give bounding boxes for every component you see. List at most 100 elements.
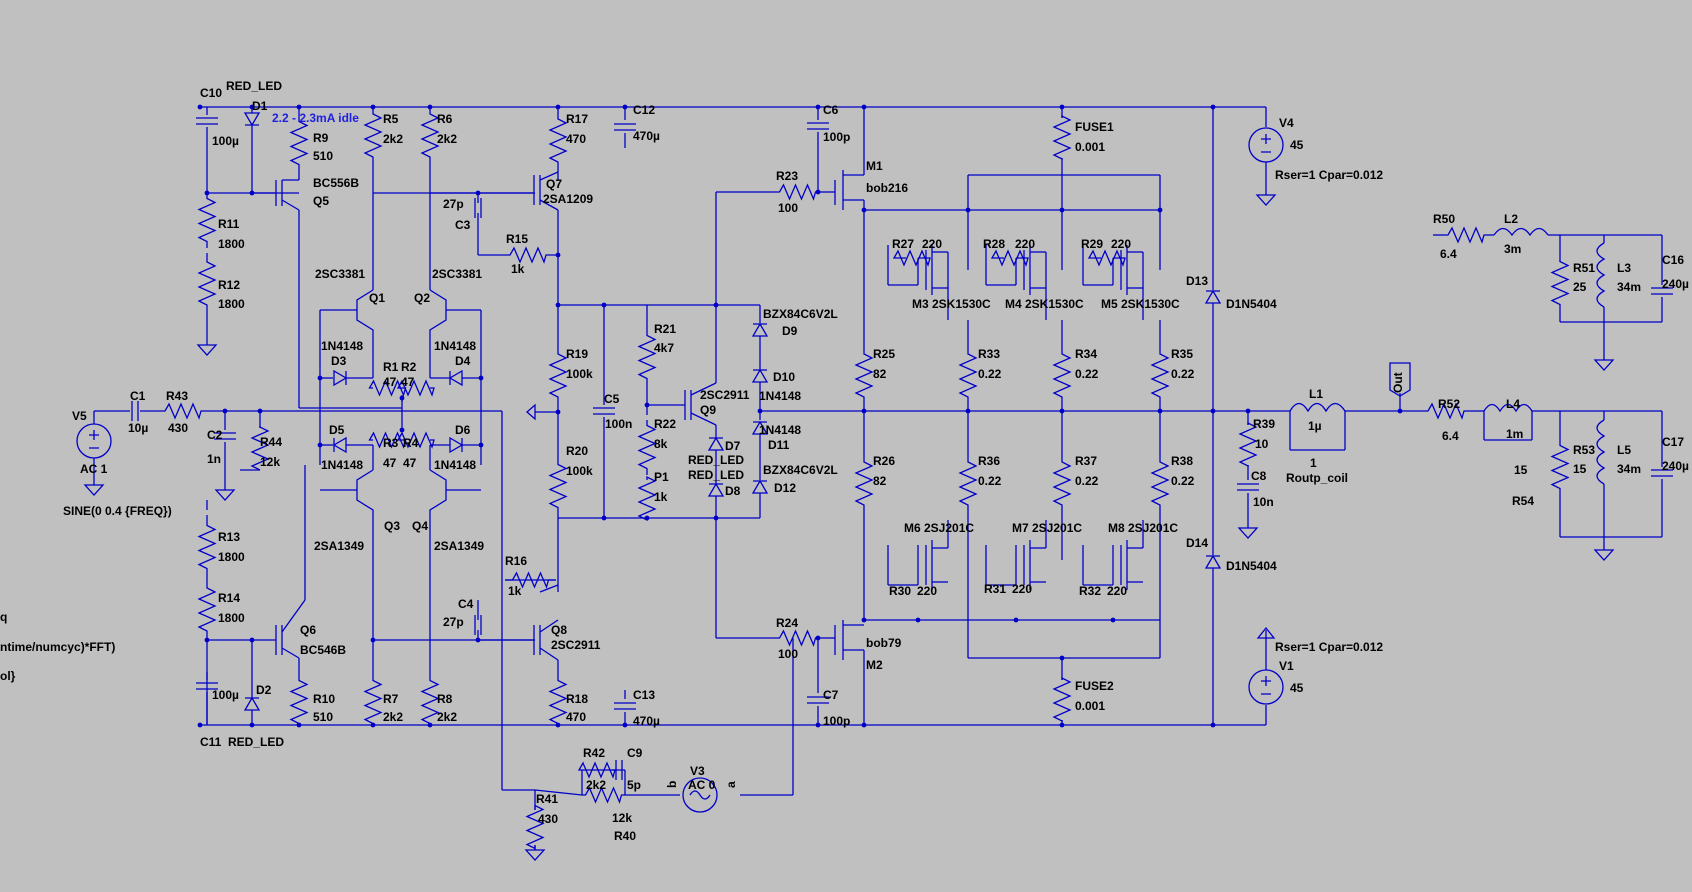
label-p1v: 1k: [654, 490, 668, 504]
label-r7v: 2k2: [383, 710, 403, 724]
r11: [197, 193, 217, 248]
label-m6: M6 2SJ201C: [904, 521, 974, 535]
wire: [539, 171, 559, 181]
label-l1v: 1µ: [1308, 419, 1322, 433]
label-rlb: RED_LED: [688, 468, 744, 482]
r3: [368, 431, 407, 449]
v3-type: AC 0: [688, 778, 716, 792]
r50: [1445, 226, 1487, 244]
label-r51v: 25: [1573, 280, 1587, 294]
ground-symbol: [1255, 194, 1277, 206]
d6: [449, 436, 464, 454]
label-d10p: 1N4148: [759, 389, 801, 403]
d13: [1204, 289, 1222, 304]
label-r25: R25: [873, 347, 895, 361]
label-r37: R37: [1075, 454, 1097, 468]
r15: [500, 246, 556, 264]
label-r36: R36: [978, 454, 1000, 468]
label-v3: V3: [690, 764, 705, 778]
label-l4: L4: [1506, 397, 1520, 411]
label-q7p: 2SA1209: [543, 192, 593, 206]
label-d9: D9: [782, 324, 798, 338]
v5-wave: SINE(0 0.4 {FREQ}): [63, 504, 172, 518]
label-r5: R5: [383, 112, 399, 126]
label-r6v: 2k2: [437, 132, 457, 146]
v4-value: 45: [1290, 138, 1304, 152]
label-r30: R30: [889, 584, 911, 598]
wire-path: [356, 289, 374, 355]
r12: [197, 253, 217, 315]
label-r31v: 220: [1012, 582, 1032, 596]
label-c11v: 100µ: [212, 688, 239, 702]
label-c3: C3: [455, 218, 471, 232]
label-r15: R15: [506, 232, 528, 246]
label-c9: C9: [627, 746, 643, 760]
r5: [363, 107, 383, 165]
label-fuse1: FUSE1: [1075, 120, 1114, 134]
l1: [1289, 402, 1346, 413]
r43: [160, 402, 206, 420]
label-r24: R24: [776, 616, 798, 630]
label-c5: C5: [604, 392, 620, 406]
net-label-a: a: [724, 781, 738, 788]
label-r23: R23: [776, 169, 798, 183]
label-r10: R10: [313, 692, 335, 706]
label-c10: C10: [200, 86, 222, 100]
d12: [751, 479, 769, 494]
fuse1: [1052, 114, 1072, 161]
junction-dot: [399, 427, 405, 433]
junction-dot: [965, 408, 971, 414]
label-r38: R38: [1171, 454, 1193, 468]
source-polarity: [1261, 676, 1271, 695]
label-m8: M8 2SJ201C: [1108, 521, 1178, 535]
wire: [281, 199, 300, 211]
label-r4v: 47: [403, 456, 417, 470]
label-l5: L5: [1617, 443, 1631, 457]
label-r34v: 0.22: [1075, 367, 1099, 381]
junction-dot: [197, 722, 203, 728]
label-r39: R39: [1253, 417, 1275, 431]
label-r54v: 15: [1514, 463, 1528, 477]
r21: [637, 320, 657, 395]
label-r51: R51: [1573, 261, 1595, 275]
label-c4v: 27p: [443, 615, 464, 629]
label-c12v: 470µ: [633, 129, 660, 143]
label-c2: C2: [207, 428, 223, 442]
junction-dot: [478, 442, 484, 448]
label-d11p: 1N4148: [759, 423, 801, 437]
label-q4: Q4: [412, 519, 428, 533]
r-emit: [1150, 340, 1170, 412]
label-r19: R19: [566, 347, 588, 361]
label-c6: C6: [823, 103, 839, 117]
r40: [582, 786, 625, 804]
label-c16v: 240µ: [1662, 277, 1689, 291]
r24: [775, 629, 820, 647]
fuse2: [1052, 676, 1072, 723]
label-r39v: 10: [1255, 437, 1269, 451]
r9: [289, 107, 309, 180]
l5: [1596, 419, 1606, 485]
label-d11: D11: [768, 438, 790, 452]
label-c3v: 27p: [443, 197, 464, 211]
label-r40v: 12k: [612, 811, 632, 825]
label-r32: R32: [1079, 584, 1101, 598]
label-q7: Q7: [546, 177, 562, 191]
label-d13p: D1N5404: [1226, 297, 1277, 311]
label-r16v: 1k: [508, 584, 522, 598]
label-d8: D8: [725, 484, 741, 498]
label-q2: Q2: [414, 291, 430, 305]
label-r20v: 100k: [566, 464, 593, 478]
up-arrow: [1256, 626, 1276, 639]
label-c5v: 100n: [605, 417, 632, 431]
label-c10v: 100µ: [212, 134, 239, 148]
r16: [505, 571, 556, 589]
label-d13: D13: [1186, 274, 1208, 288]
r42: [577, 761, 616, 779]
d4: [448, 369, 463, 387]
r4: [396, 431, 435, 449]
junction-dot: [644, 402, 650, 408]
out-flag: [1389, 362, 1411, 397]
label-r41: R41: [536, 792, 558, 806]
label-r50: R50: [1433, 212, 1455, 226]
